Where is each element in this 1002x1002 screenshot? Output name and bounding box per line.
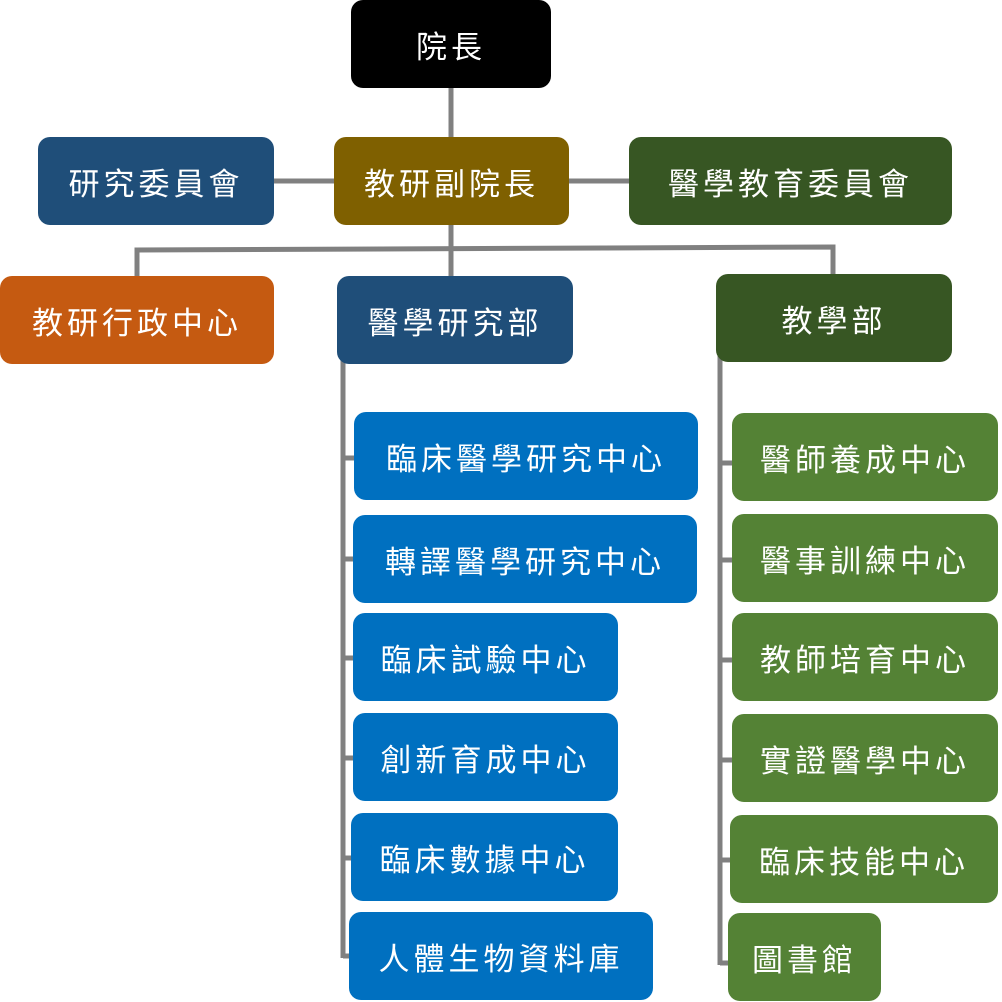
research-committee-label: 研究委員會 [68, 166, 244, 203]
research-unit-label: 臨床試驗中心 [380, 642, 591, 679]
teaching-unit-box: 醫事訓練中心 [732, 514, 998, 602]
teaching-unit-label: 圖書館 [752, 942, 857, 979]
medical-education-committee-label: 醫學教育委員會 [668, 166, 913, 203]
president-box: 院長 [351, 0, 551, 88]
teaching-department-box: 教學部 [716, 274, 952, 362]
research-committee-box: 研究委員會 [38, 137, 274, 225]
medical-education-committee-box: 醫學教育委員會 [629, 137, 952, 225]
research-unit-box: 轉譯醫學研究中心 [353, 515, 697, 603]
vice-president-label: 教研副院長 [364, 166, 539, 203]
teaching-department-label: 教學部 [781, 303, 887, 340]
teaching-unit-label: 醫事訓練中心 [760, 543, 970, 580]
teaching-unit-box: 教師培育中心 [732, 613, 998, 701]
teaching-unit-box: 實證醫學中心 [732, 714, 998, 802]
research-unit-label: 創新育成中心 [380, 742, 591, 779]
teaching-unit-label: 實證醫學中心 [760, 743, 970, 780]
research-unit-label: 臨床醫學研究中心 [386, 441, 666, 478]
connector [134, 244, 836, 278]
teaching-unit-label: 醫師養成中心 [760, 442, 970, 479]
research-unit-box: 臨床試驗中心 [353, 613, 618, 701]
research-unit-label: 人體生物資料庫 [378, 941, 624, 978]
research-unit-box: 創新育成中心 [353, 713, 618, 801]
president-label: 院長 [416, 29, 486, 66]
admin-center-box: 教研行政中心 [0, 276, 274, 364]
research-department-label: 醫學研究部 [367, 305, 543, 342]
teaching-unit-label: 臨床技能中心 [759, 844, 969, 881]
research-unit-box: 臨床數據中心 [351, 813, 618, 901]
vice-president-box: 教研副院長 [334, 137, 569, 225]
teaching-unit-box: 臨床技能中心 [730, 815, 998, 903]
admin-center-label: 教研行政中心 [32, 305, 242, 342]
teaching-unit-label: 教師培育中心 [760, 642, 970, 679]
research-department-box: 醫學研究部 [337, 276, 573, 364]
teaching-unit-box: 圖書館 [728, 913, 881, 1001]
teaching-unit-box: 醫師養成中心 [732, 413, 998, 501]
research-unit-label: 轉譯醫學研究中心 [385, 544, 665, 581]
research-unit-box: 臨床醫學研究中心 [354, 412, 698, 500]
research-unit-label: 臨床數據中心 [379, 842, 590, 879]
research-unit-box: 人體生物資料庫 [349, 912, 653, 1000]
